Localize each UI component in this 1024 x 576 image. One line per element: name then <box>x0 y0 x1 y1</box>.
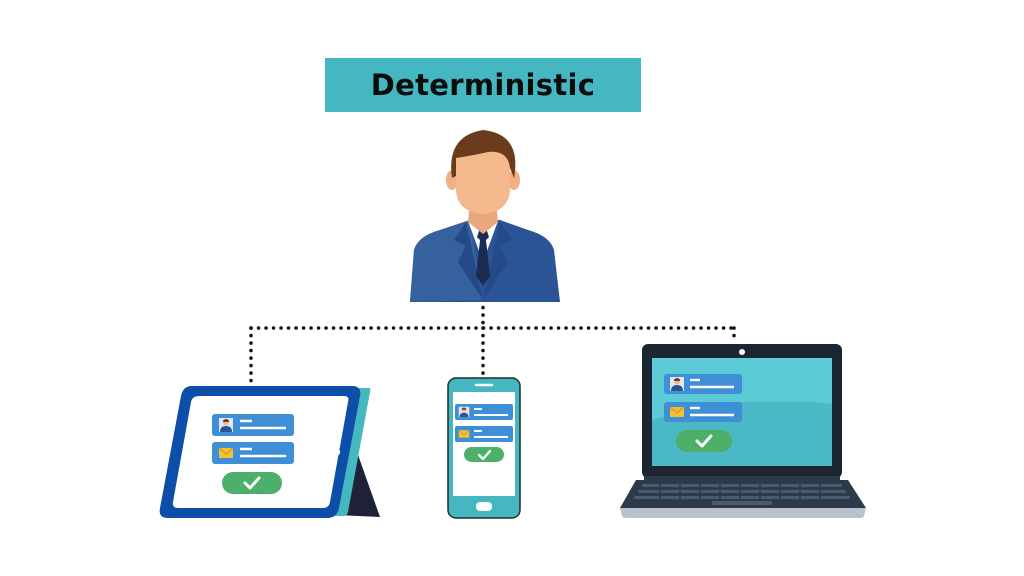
tablet-mail-card <box>212 442 294 464</box>
user-icon <box>670 377 684 391</box>
title: Deterministic <box>370 68 596 102</box>
connector-lines <box>249 298 736 386</box>
mail-icon <box>458 429 470 439</box>
tablet-check-button[interactable] <box>222 472 282 494</box>
mail-icon <box>669 406 685 418</box>
phone-check-button[interactable] <box>464 447 504 462</box>
tablet-device <box>159 386 380 518</box>
user-icon <box>219 418 233 432</box>
check-icon <box>243 476 261 490</box>
laptop-check-button[interactable] <box>676 430 732 452</box>
laptop-device <box>620 344 866 518</box>
user-icon <box>458 406 470 418</box>
check-icon <box>695 434 713 448</box>
mail-icon <box>218 447 234 459</box>
businessman-icon <box>410 130 560 302</box>
title-banner: Deterministic <box>325 58 641 112</box>
keyboard <box>634 484 850 499</box>
check-icon <box>477 449 492 461</box>
phone-device <box>447 377 521 519</box>
